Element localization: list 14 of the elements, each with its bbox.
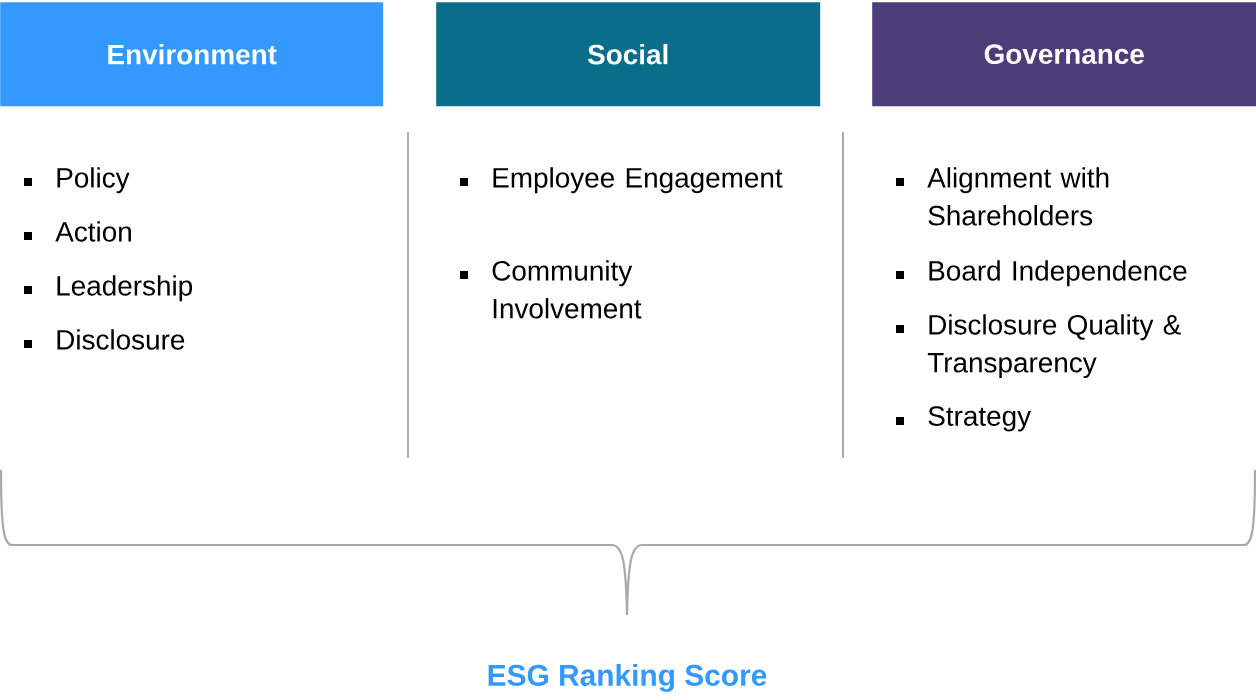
- header-box: Environment: [0, 2, 384, 107]
- list-item: Community Involvement: [492, 260, 642, 319]
- list-item: Policy: [57, 167, 130, 194]
- list-item: Board Independence: [929, 260, 1187, 287]
- list-item: Leadership: [57, 275, 193, 302]
- list-item: Disclosure: [57, 329, 185, 350]
- list-item: Alignment with Shareholders: [927, 167, 1109, 226]
- list-item: Disclosure Quality & Transparency: [927, 314, 1181, 379]
- list-item: Strategy: [928, 406, 1032, 432]
- header-box: Governance: [872, 2, 1256, 107]
- score-label: ESG Ranking Score: [488, 664, 767, 692]
- list-item: Employee Engagement: [493, 167, 783, 194]
- list-item: Action: [55, 221, 131, 242]
- header-box: Social: [436, 2, 821, 107]
